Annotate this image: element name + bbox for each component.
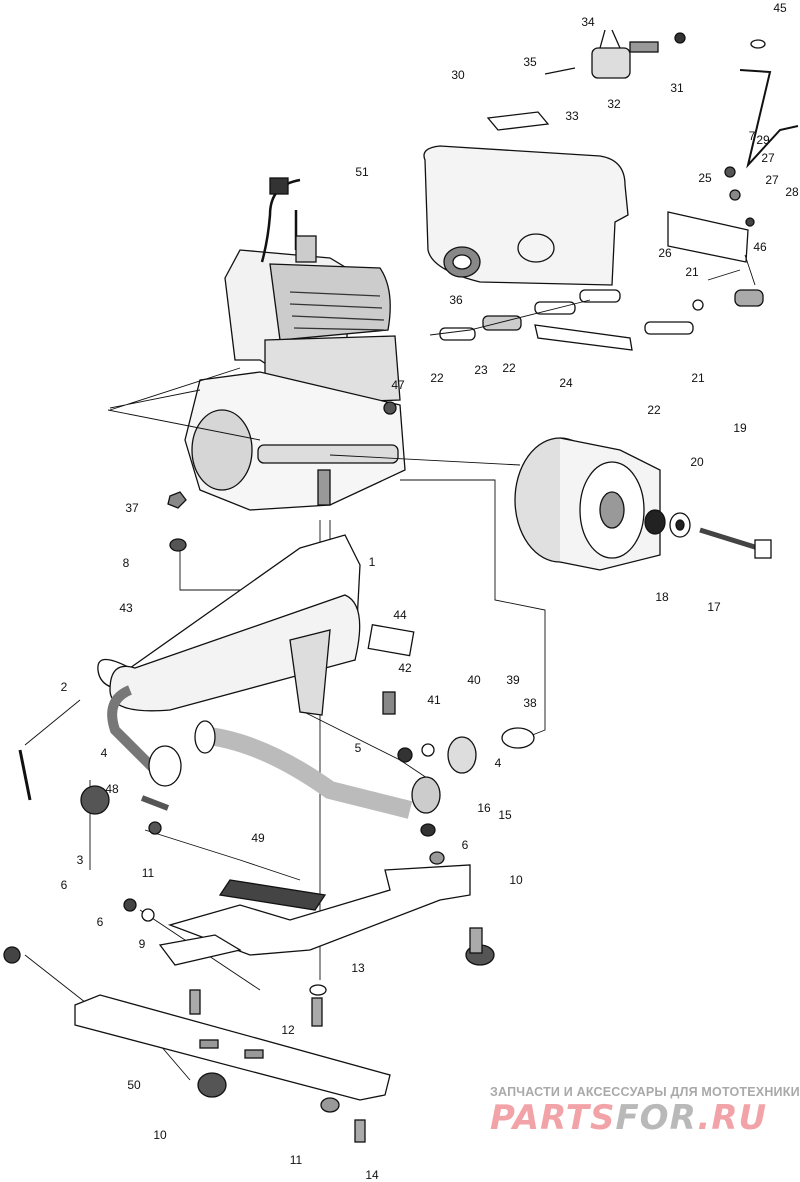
watermark-logo-c: .RU bbox=[697, 1098, 768, 1138]
callout-label: 43 bbox=[119, 601, 133, 615]
callout-label: 31 bbox=[670, 81, 684, 95]
callout-label: 16 bbox=[477, 801, 491, 815]
callout-label: 35 bbox=[523, 55, 537, 69]
callout-label: 11 bbox=[141, 866, 155, 880]
callout-label: 18 bbox=[655, 590, 669, 604]
callout-label: 38 bbox=[523, 696, 537, 710]
callout-label: 34 bbox=[581, 15, 595, 29]
callout-label: 51 bbox=[355, 165, 369, 179]
drive-clutch bbox=[514, 437, 772, 571]
callout-label: 17 bbox=[707, 600, 721, 614]
ignition-coil bbox=[544, 29, 686, 79]
callout-label: 23 bbox=[474, 363, 488, 377]
small-hardware bbox=[3, 491, 535, 1143]
callout-label: 11 bbox=[289, 1153, 303, 1167]
muffler bbox=[97, 534, 413, 819]
callout-label: 28 bbox=[785, 185, 799, 199]
callout-label: 48 bbox=[105, 782, 119, 796]
callout-label: 49 bbox=[251, 831, 265, 845]
callout-label: 22 bbox=[647, 403, 661, 417]
callout-label: 41 bbox=[427, 693, 441, 707]
callout-label: 4 bbox=[100, 746, 108, 760]
callout-label: 3 bbox=[76, 853, 84, 867]
callout-label: 50 bbox=[127, 1078, 141, 1092]
watermark-logo-a: PARTS bbox=[490, 1098, 616, 1138]
callout-label: 10 bbox=[509, 873, 523, 887]
callout-label: 44 bbox=[393, 608, 407, 622]
engine bbox=[184, 177, 406, 511]
callout-label: 39 bbox=[506, 673, 520, 687]
watermark-tagline: ЗАПЧАСТИ И АКСЕССУАРЫ ДЛЯ МОТОТЕХНИКИ bbox=[490, 1085, 800, 1099]
callout-label: 6 bbox=[96, 915, 104, 929]
callout-label: 37 bbox=[125, 501, 139, 515]
callout-label: 12 bbox=[281, 1023, 295, 1037]
airbox-silencer bbox=[423, 111, 629, 286]
callout-label: 26 bbox=[658, 246, 672, 260]
callout-label: 29 bbox=[756, 133, 770, 147]
callout-label: 8 bbox=[122, 556, 130, 570]
callout-label: 22 bbox=[430, 371, 444, 385]
callout-label: 15 bbox=[498, 808, 512, 822]
callout-label: 13 bbox=[351, 961, 365, 975]
callout-label: 47 bbox=[391, 378, 405, 392]
watermark-logo: PARTSFOR.RU bbox=[490, 1098, 767, 1138]
callout-label: 36 bbox=[449, 293, 463, 307]
callout-label: 27 bbox=[761, 151, 775, 165]
callout-label: 6 bbox=[461, 838, 469, 852]
callout-label: 21 bbox=[691, 371, 705, 385]
callout-label: 2 bbox=[60, 680, 68, 694]
callout-label: 6 bbox=[60, 878, 68, 892]
callout-label: 25 bbox=[698, 171, 712, 185]
callout-label: 20 bbox=[690, 455, 704, 469]
fuel-lines bbox=[439, 289, 764, 351]
brackets bbox=[74, 864, 471, 1101]
watermark-logo-b: FOR bbox=[615, 1098, 698, 1138]
callout-label: 42 bbox=[398, 661, 412, 675]
callout-label: 27 bbox=[765, 173, 779, 187]
callout-label: 32 bbox=[607, 97, 621, 111]
callout-label: 46 bbox=[753, 240, 767, 254]
callout-label: 10 bbox=[153, 1128, 167, 1142]
callout-label: 7 bbox=[748, 129, 756, 143]
callout-label: 45 bbox=[773, 1, 787, 15]
callout-label: 1 bbox=[368, 555, 376, 569]
callout-label: 14 bbox=[365, 1168, 379, 1182]
callout-label: 21 bbox=[685, 265, 699, 279]
callout-label: 33 bbox=[565, 109, 579, 123]
callout-label: 22 bbox=[502, 361, 516, 375]
callout-label: 30 bbox=[451, 68, 465, 82]
callout-label: 24 bbox=[559, 376, 573, 390]
callout-label: 5 bbox=[354, 741, 362, 755]
callout-label: 19 bbox=[733, 421, 747, 435]
callout-label: 9 bbox=[138, 937, 146, 951]
callout-label: 4 bbox=[494, 756, 502, 770]
callout-label: 40 bbox=[467, 673, 481, 687]
